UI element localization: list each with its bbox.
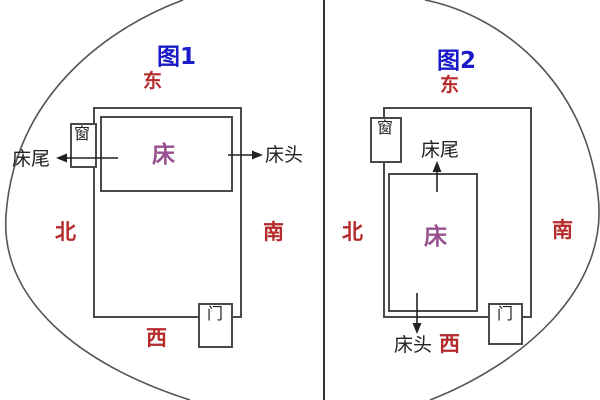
left-oval-arc (4, 0, 191, 400)
room-outline-2 (383, 107, 532, 318)
compass-east-1: 东 (143, 70, 163, 92)
door-label-1: 门 (207, 304, 224, 323)
door-box-2 (488, 303, 523, 345)
bed-label-2: 床 (424, 224, 447, 250)
compass-north-2: 北 (342, 220, 363, 244)
bed-foot-arrow-1 (56, 153, 118, 163)
window-label-1: 窗 (74, 124, 91, 143)
bed-head-arrow-2 (412, 293, 422, 334)
figure-title-1: 图1 (157, 44, 197, 70)
window-box-2 (370, 117, 402, 163)
bed-head-label-2: 床头 (394, 334, 433, 356)
figure-title-2: 图2 (437, 48, 477, 74)
bed-head-label-1: 床头 (265, 144, 304, 166)
compass-south-2: 南 (552, 218, 573, 242)
room-outline-1 (93, 107, 242, 318)
compass-north-1: 北 (55, 220, 76, 244)
bed-rect-1 (100, 116, 233, 192)
bed-head-arrow-1 (228, 150, 263, 160)
door-box-1 (198, 303, 233, 348)
bed-foot-label-2: 床尾 (421, 139, 460, 161)
bed-foot-label-1: 床尾 (12, 148, 51, 170)
compass-south-1: 南 (263, 220, 284, 244)
right-oval-arc (424, 0, 600, 400)
bed-foot-arrow-2 (432, 161, 442, 192)
bed-rect-2 (388, 173, 478, 312)
window-label-2: 窗 (377, 118, 394, 137)
compass-west-1: 西 (146, 326, 167, 350)
window-box-1 (70, 123, 97, 168)
bed-label-1: 床 (152, 142, 175, 168)
door-label-2: 门 (497, 304, 514, 323)
compass-east-2: 东 (440, 74, 460, 96)
compass-west-2: 西 (439, 332, 460, 356)
